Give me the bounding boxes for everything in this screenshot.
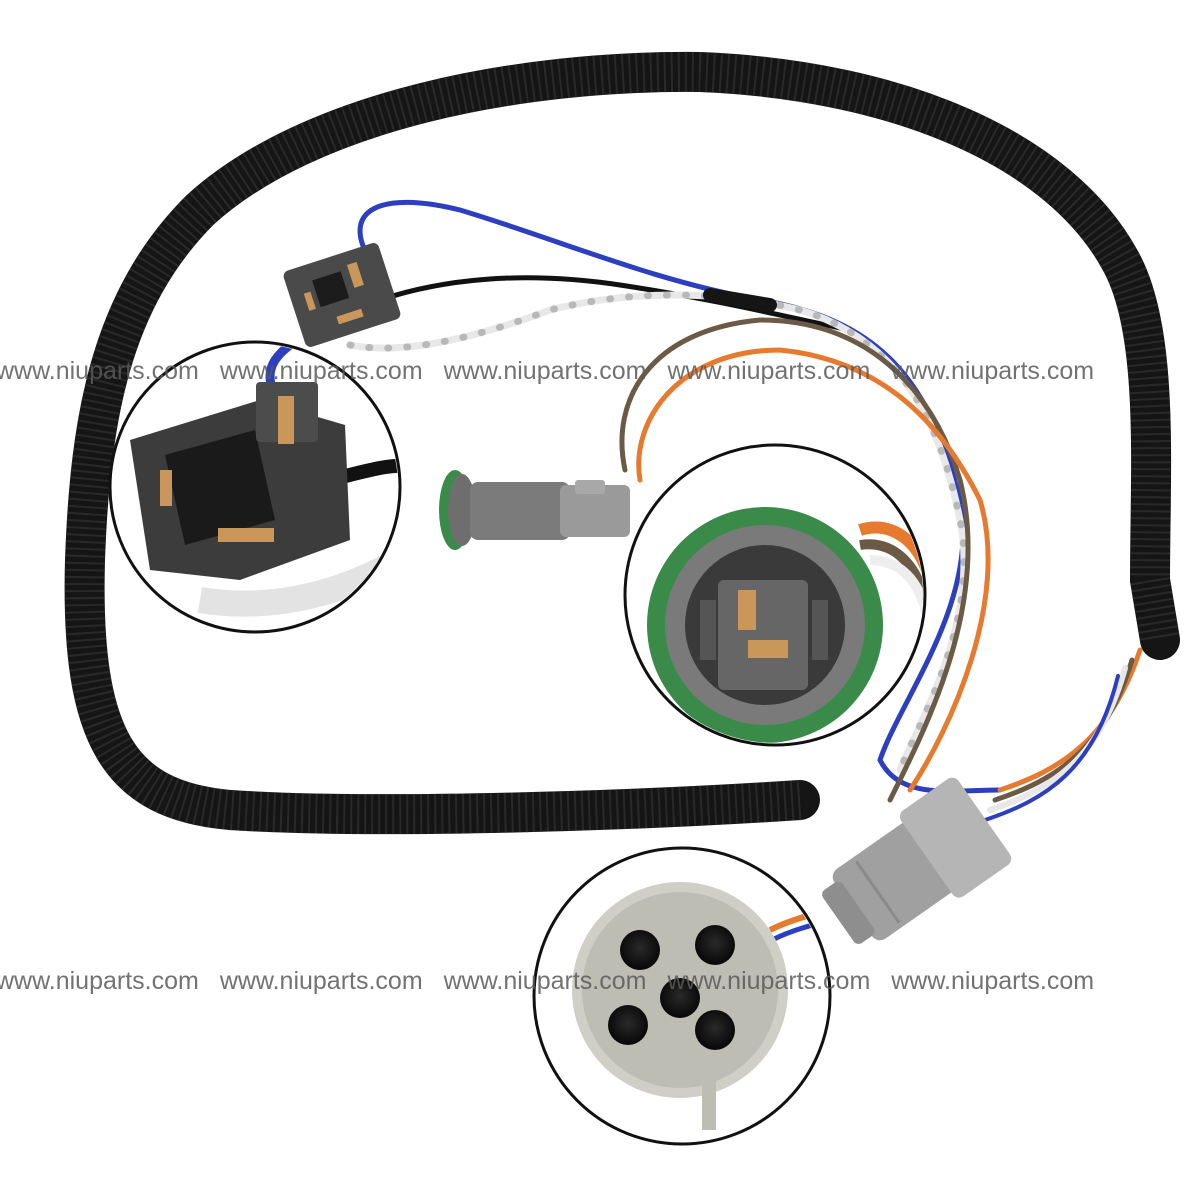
five-pin-connector-icon [822,777,1012,944]
harness-conduit [64,51,1180,835]
callout-5pin-closeup [532,846,832,1146]
wire-bundle [346,199,1143,822]
callout-turn-socket-closeup [623,443,927,747]
turn-signal-socket-icon [439,470,630,550]
h4-headlight-socket-icon [283,243,401,347]
callout-h4-socket-closeup [108,340,402,634]
